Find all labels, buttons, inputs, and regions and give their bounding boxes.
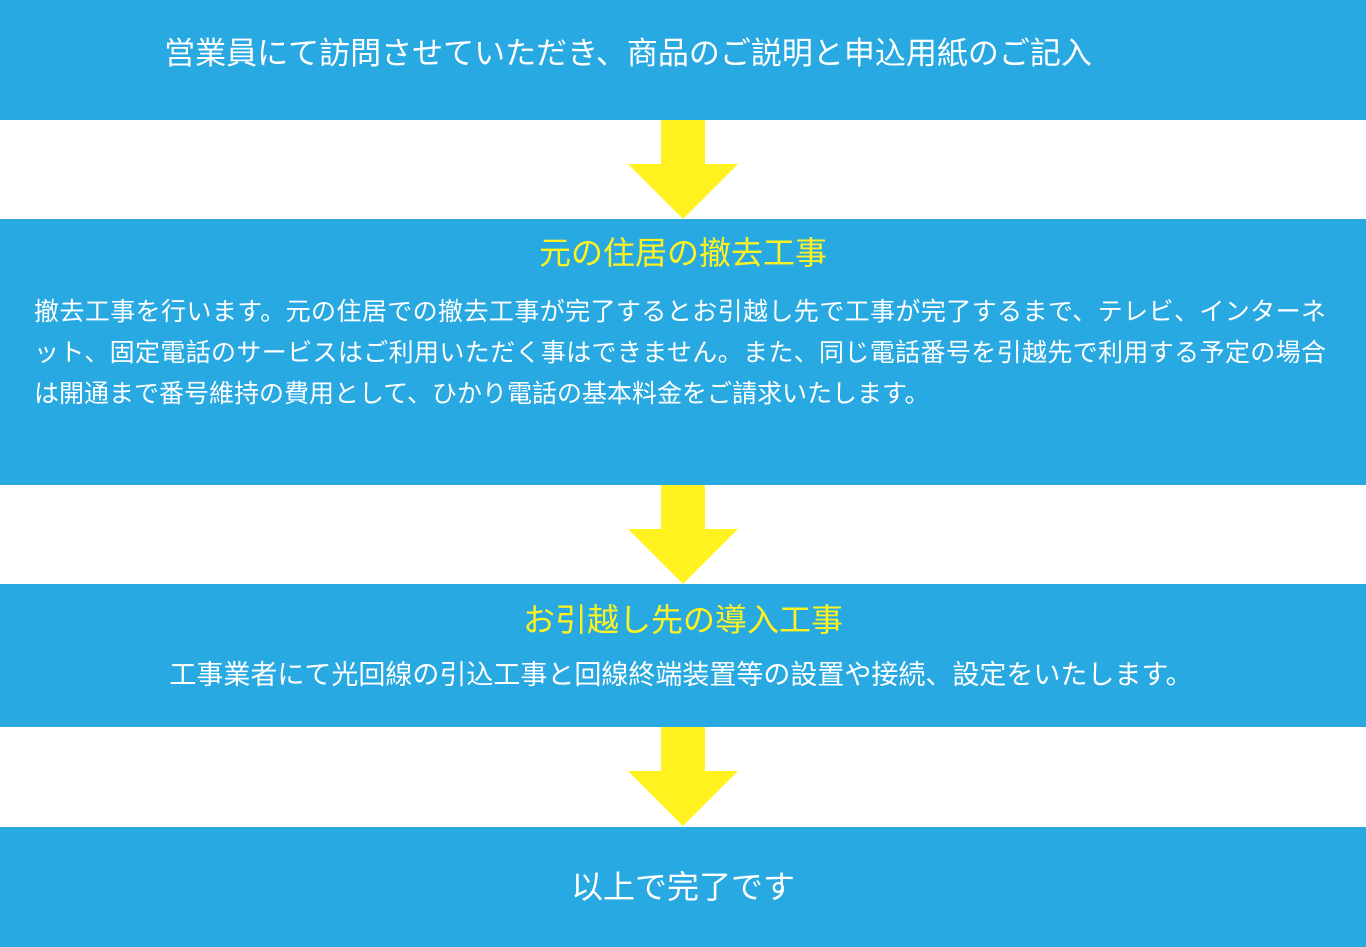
step-title-installation-work: お引越し先の導入工事 bbox=[522, 601, 843, 639]
down-arrow-icon bbox=[628, 727, 738, 826]
down-arrow-icon bbox=[628, 485, 738, 584]
down-arrow-icon bbox=[628, 120, 738, 219]
step-title-removal-work: 元の住居の撤去工事 bbox=[538, 234, 827, 272]
step-body-installation-work: 工事業者にて光回線の引込工事と回線終端装置等の設置や接続、設定をいたします。 bbox=[169, 660, 1193, 691]
step-box-installation-work: お引越し先の導入工事 工事業者にて光回線の引込工事と回線終端装置等の設置や接続、… bbox=[0, 584, 1366, 727]
step-text-application: 営業員にて訪問させていただき、商品のご説明と申込用紙のご記入 bbox=[164, 36, 1092, 72]
step-box-complete: 以上で完了です bbox=[0, 827, 1366, 947]
step-body-removal-work: 撤去工事を行います。元の住居での撤去工事が完了するとお引越し先で工事が完了するま… bbox=[34, 297, 1326, 408]
step-text-complete: 以上で完了です bbox=[570, 868, 795, 906]
step-box-removal-work: 元の住居の撤去工事 撤去工事を行います。元の住居での撤去工事が完了するとお引越し… bbox=[0, 219, 1366, 485]
step-box-application: 営業員にて訪問させていただき、商品のご説明と申込用紙のご記入 bbox=[0, 0, 1366, 120]
